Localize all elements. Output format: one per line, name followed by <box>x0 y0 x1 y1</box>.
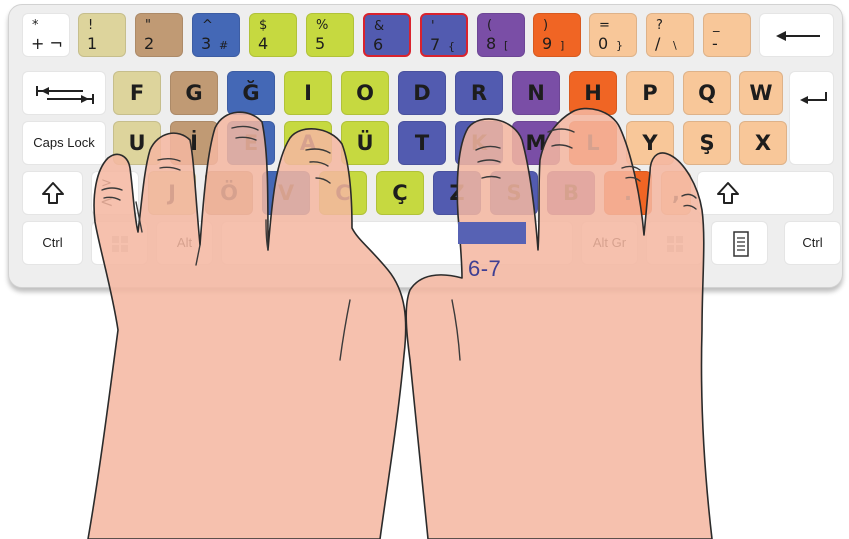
right-hand <box>406 109 712 539</box>
left-hand <box>88 112 406 539</box>
finger-marker <box>458 222 526 244</box>
finger-label: 6-7 <box>468 256 501 282</box>
